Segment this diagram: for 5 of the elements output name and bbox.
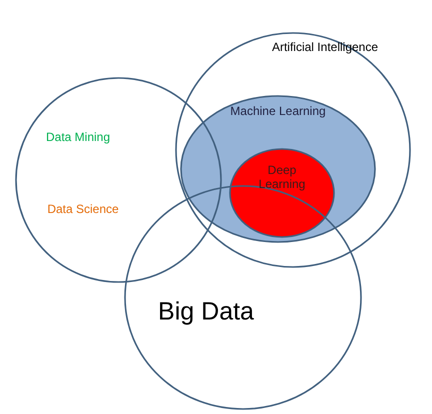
set-label: Deep Learning (258, 164, 306, 192)
set-label: Big Data (158, 298, 254, 326)
set-label: Data Mining (46, 131, 110, 145)
set-label: Data Science (47, 203, 119, 217)
set-label: Machine Learning (230, 105, 326, 119)
